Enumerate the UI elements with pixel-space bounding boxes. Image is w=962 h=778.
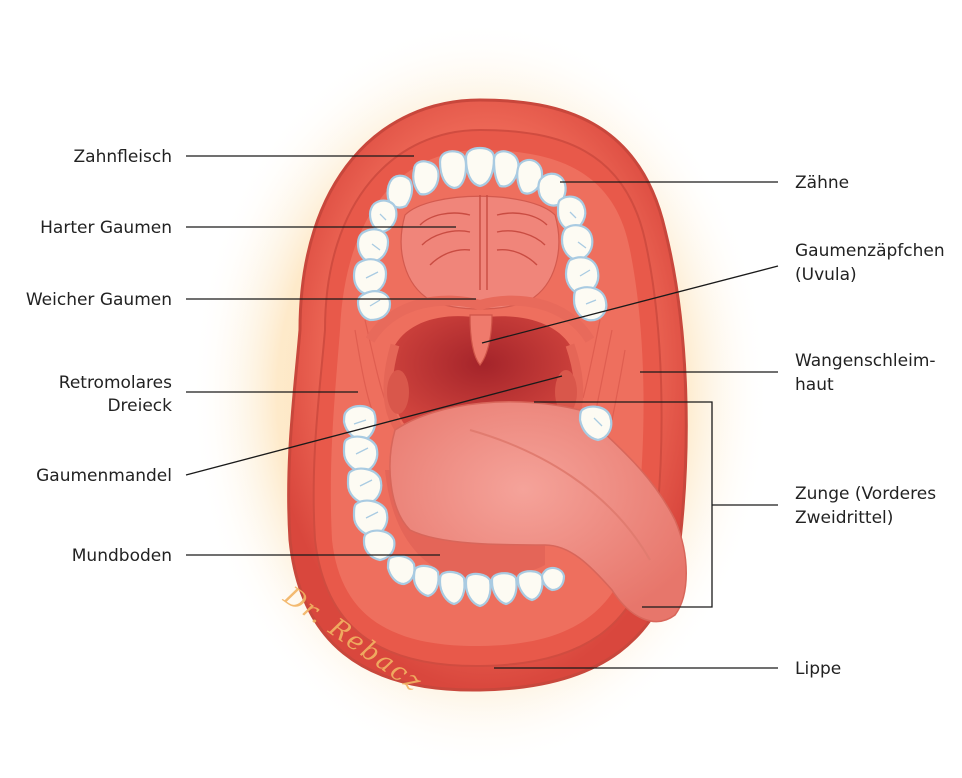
tonsil-left	[387, 370, 409, 414]
label-weicher-gaumen: Weicher Gaumen	[26, 290, 172, 310]
label-zaehne: Zähne	[795, 173, 849, 193]
label-zahnfleisch: Zahnfleisch	[74, 147, 172, 167]
label-lippe: Lippe	[795, 659, 841, 679]
label-gaumenzaepfchen-line1: Gaumenzäpfchen	[795, 241, 945, 261]
label-zunge-line2: Zweidrittel)	[795, 508, 893, 528]
label-retromolares-line1: Retromolares	[59, 373, 172, 393]
label-zunge-line1: Zunge (Vorderes	[795, 484, 936, 504]
labels-right: Zähne Gaumenzäpfchen (Uvula) Wangenschle…	[795, 173, 945, 679]
label-retromolares-line2: Dreieck	[107, 396, 172, 416]
label-wangenschleimhaut-line2: haut	[795, 375, 834, 395]
label-mundboden: Mundboden	[72, 546, 172, 566]
labels-left: Zahnfleisch Harter Gaumen Weicher Gaumen…	[26, 147, 172, 566]
label-harter-gaumen: Harter Gaumen	[40, 218, 172, 238]
label-gaumenmandel: Gaumenmandel	[36, 466, 172, 486]
label-gaumenzaepfchen-line2: (Uvula)	[795, 265, 857, 285]
label-wangenschleimhaut-line1: Wangenschleim-	[795, 351, 936, 371]
